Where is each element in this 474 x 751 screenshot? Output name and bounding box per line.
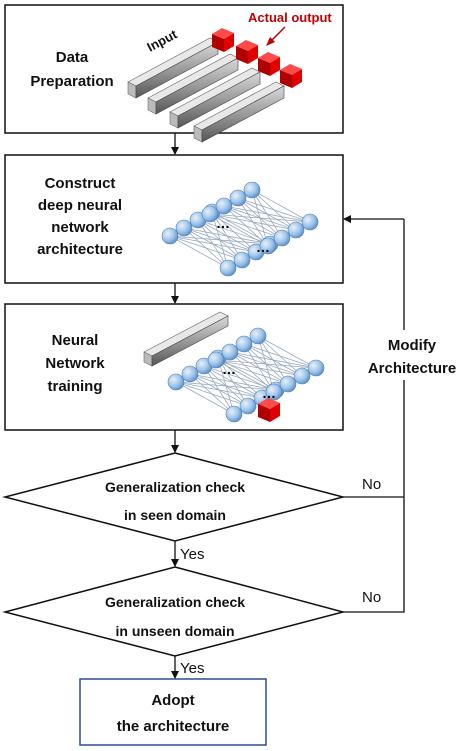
ellipsis-mark: … [262, 385, 276, 401]
adopt-label-line2: the architecture [117, 718, 230, 735]
modify-architecture-label-line1: Modify [388, 337, 437, 354]
training-output-cube [258, 398, 280, 422]
network-edge [175, 381, 235, 415]
seen-check-label-line1: Generalization check [105, 479, 245, 495]
neural-network-illustration: …… [161, 181, 319, 277]
network-edge [211, 211, 229, 269]
network-node [273, 229, 291, 247]
construct-label-line4: architecture [37, 241, 123, 258]
actual-output-label: Actual output [248, 10, 332, 25]
network-node [221, 343, 239, 361]
network-edge [229, 351, 275, 393]
no-label-2: No [362, 589, 381, 606]
network-edge [243, 343, 275, 393]
network-node [301, 213, 319, 231]
network-edge [251, 189, 283, 239]
network-node [225, 405, 243, 423]
seen-domain-check-diamond [2, 452, 346, 542]
network-edge [203, 365, 235, 415]
actual-output-pointer-head [266, 37, 275, 46]
network-node [161, 227, 179, 245]
network-edge [211, 211, 257, 253]
network-edge [257, 335, 303, 377]
network-edge [257, 335, 289, 385]
network-node [239, 397, 257, 415]
unseen-check-label-line1: Generalization check [105, 594, 245, 610]
ellipsis-mark: … [256, 239, 270, 255]
network-edge [217, 357, 235, 415]
network-edge [257, 335, 275, 393]
network-node [307, 359, 325, 377]
no-label-1: No [362, 476, 381, 493]
network-edge [211, 211, 243, 261]
adopt-label-line1: Adopt [151, 692, 194, 709]
network-node [215, 197, 233, 215]
ellipsis-mark: … [222, 361, 236, 377]
network-edge [217, 357, 263, 399]
seen-check-label-line2: in seen domain [124, 507, 226, 523]
adopt-architecture-box [79, 678, 267, 746]
network-node [233, 251, 251, 269]
network-edge [215, 359, 275, 393]
training-label-line2: Network [45, 355, 105, 372]
data-preparation-label-line1: Data [56, 49, 89, 66]
unseen-domain-check-diamond [2, 566, 346, 657]
yes-label-1: Yes [180, 546, 204, 563]
network-edge [169, 235, 229, 269]
network-edge [251, 189, 297, 231]
network-edge [237, 197, 269, 247]
network-node [249, 327, 267, 345]
modify-architecture-label-line2: Architecture [368, 360, 456, 377]
construct-label-line1: Construct [45, 175, 116, 192]
training-input-bar [143, 311, 229, 367]
construct-label-line2: deep neural [38, 197, 122, 214]
network-node [265, 383, 283, 401]
training-box [4, 303, 344, 431]
network-node [175, 219, 193, 237]
network-node [243, 181, 261, 199]
network-node [207, 351, 225, 369]
network-edge [197, 219, 229, 269]
network-node [287, 221, 305, 239]
network-node [259, 237, 277, 255]
network-edge [209, 213, 269, 247]
output-cubes [212, 28, 302, 88]
network-edge [257, 335, 317, 369]
network-edge [183, 227, 229, 269]
network-edge [251, 189, 269, 247]
ellipsis-mark: … [216, 215, 230, 231]
no-branch-unseen-line [343, 219, 405, 613]
network-node [293, 367, 311, 385]
unseen-check-label-line2: in unseen domain [115, 623, 234, 639]
training-network-illustration: …… [167, 327, 325, 423]
construct-label-line3: network [51, 219, 109, 236]
network-node [235, 335, 253, 353]
network-edge [189, 373, 235, 415]
network-node [181, 365, 199, 383]
network-node [201, 205, 219, 223]
yes-label-2: Yes [180, 660, 204, 677]
training-label-line3: training [48, 378, 103, 395]
network-edge [251, 189, 311, 223]
network-edge [223, 205, 269, 247]
network-node [219, 259, 237, 277]
modify-label-backdrop [360, 330, 466, 380]
network-node [229, 189, 247, 207]
network-edge [217, 357, 249, 407]
training-label-line1: Neural [52, 332, 99, 349]
network-node [279, 375, 297, 393]
network-node [167, 373, 185, 391]
data-preparation-label-line2: Preparation [30, 73, 113, 90]
